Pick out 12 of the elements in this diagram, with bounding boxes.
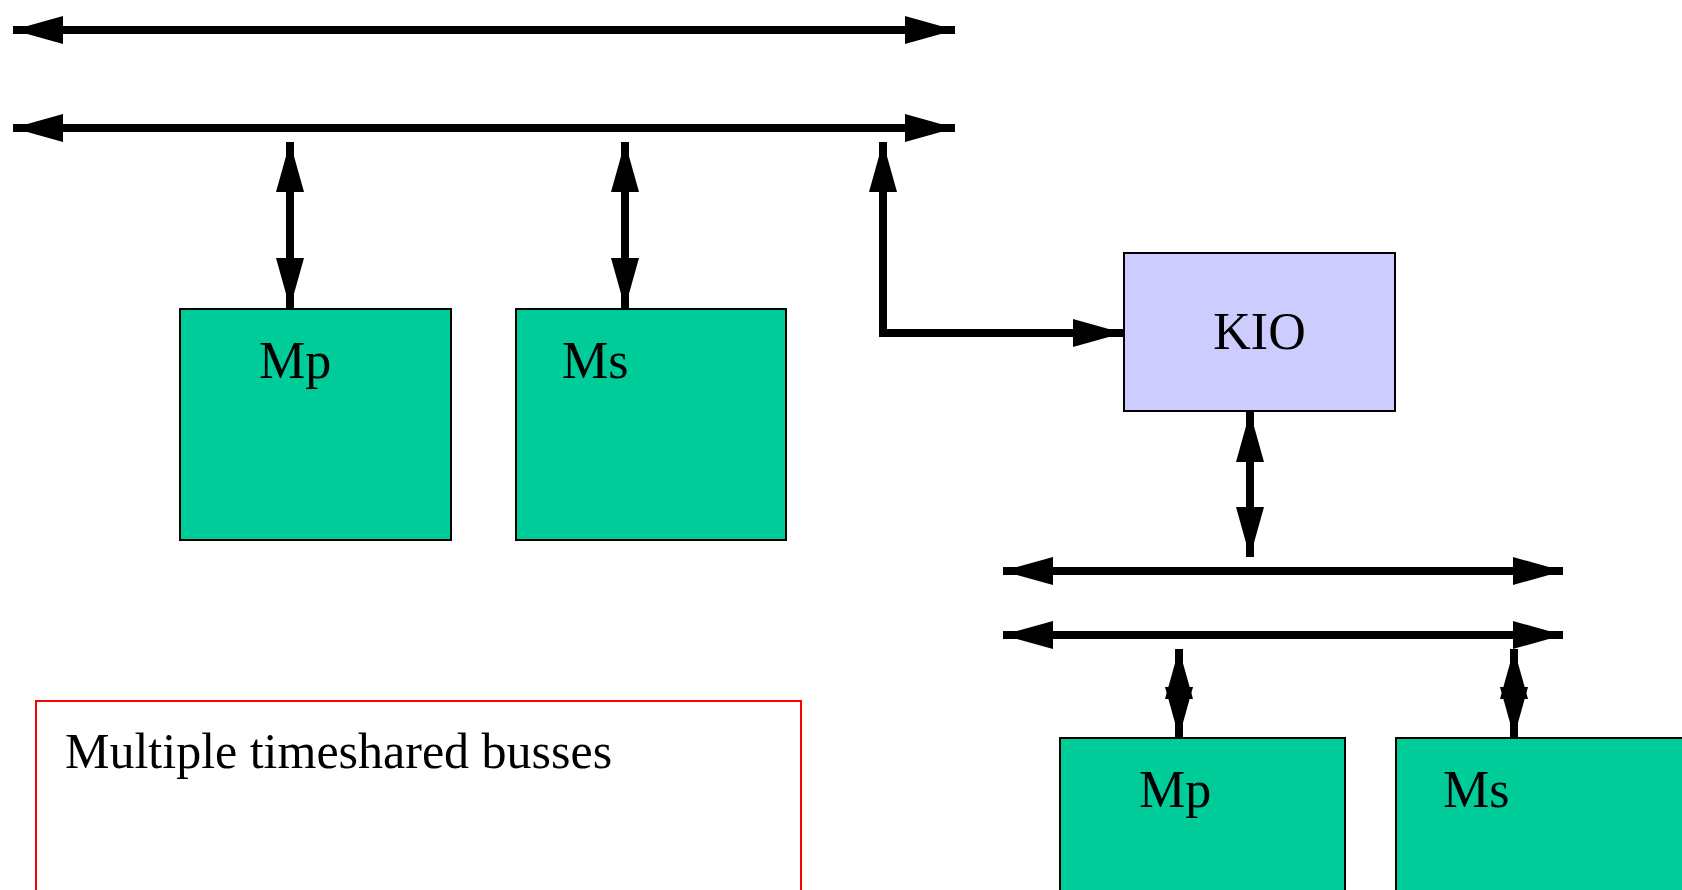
node-label: Mp: [1139, 761, 1212, 819]
memory-box: [1059, 737, 1346, 890]
node-label: Ms: [1443, 761, 1510, 819]
memory-box: [1395, 737, 1682, 890]
note-box: [35, 700, 802, 890]
node-label: KIO: [1213, 303, 1306, 361]
memory-box: [515, 308, 787, 541]
node-label: Mp: [259, 332, 332, 390]
node-label: Ms: [562, 332, 629, 390]
controller-box: [1123, 252, 1396, 412]
memory-box: [179, 308, 452, 541]
node-label: Multiple timeshared busses: [65, 724, 613, 779]
